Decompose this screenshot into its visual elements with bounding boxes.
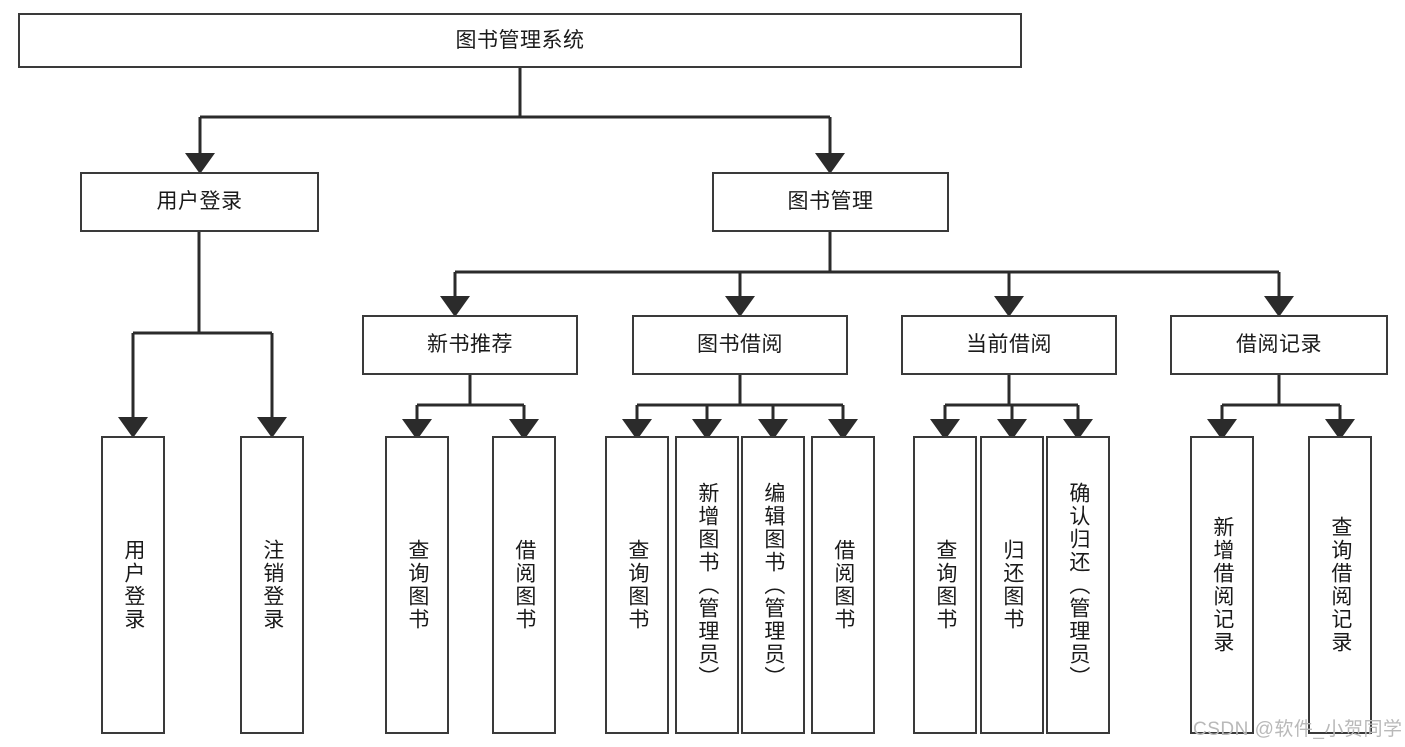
node-query-book-2-label: 查询图书 [625, 539, 649, 631]
node-query-book-3-label: 查询图书 [933, 539, 957, 631]
node-user-login-label: 用户登录 [156, 190, 243, 214]
node-query-record[interactable]: 查询借阅记录 [1308, 436, 1372, 734]
node-confirm-return[interactable]: 确认归还（管理员） [1046, 436, 1110, 734]
node-login[interactable]: 用户登录 [101, 436, 165, 734]
node-borrow-book-1[interactable]: 借阅图书 [492, 436, 556, 734]
node-edit-book[interactable]: 编辑图书（管理员） [741, 436, 805, 734]
node-borrow-record-label: 借阅记录 [1236, 333, 1322, 357]
node-borrow-record[interactable]: 借阅记录 [1170, 315, 1388, 375]
node-query-book-3[interactable]: 查询图书 [913, 436, 977, 734]
node-borrow-book-2-label: 借阅图书 [831, 539, 855, 631]
node-book-manage[interactable]: 图书管理 [712, 172, 949, 232]
node-current-borrow-label: 当前借阅 [966, 333, 1052, 357]
node-query-book-1-label: 查询图书 [405, 539, 429, 631]
node-borrow-book-1-label: 借阅图书 [512, 539, 536, 631]
node-logout-label: 注销登录 [260, 539, 284, 631]
node-add-book[interactable]: 新增图书（管理员） [675, 436, 739, 734]
node-current-borrow[interactable]: 当前借阅 [901, 315, 1117, 375]
node-new-book-recommend-label: 新书推荐 [427, 333, 513, 357]
node-root-label: 图书管理系统 [455, 28, 585, 52]
node-edit-book-label: 编辑图书（管理员） [761, 481, 785, 689]
node-add-book-label: 新增图书（管理员） [695, 481, 719, 689]
node-query-book-1[interactable]: 查询图书 [385, 436, 449, 734]
node-return-book-label: 归还图书 [1000, 539, 1024, 631]
node-add-record-label: 新增借阅记录 [1210, 516, 1234, 654]
node-login-label: 用户登录 [121, 539, 145, 631]
node-book-borrow[interactable]: 图书借阅 [632, 315, 848, 375]
node-query-record-label: 查询借阅记录 [1328, 516, 1352, 654]
node-query-book-2[interactable]: 查询图书 [605, 436, 669, 734]
node-book-borrow-label: 图书借阅 [697, 333, 783, 357]
node-new-book-recommend[interactable]: 新书推荐 [362, 315, 578, 375]
node-add-record[interactable]: 新增借阅记录 [1190, 436, 1254, 734]
node-return-book[interactable]: 归还图书 [980, 436, 1044, 734]
node-logout[interactable]: 注销登录 [240, 436, 304, 734]
node-confirm-return-label: 确认归还（管理员） [1066, 481, 1090, 689]
node-user-login[interactable]: 用户登录 [80, 172, 319, 232]
node-book-manage-label: 图书管理 [787, 190, 874, 214]
node-root[interactable]: 图书管理系统 [18, 13, 1022, 68]
node-borrow-book-2[interactable]: 借阅图书 [811, 436, 875, 734]
